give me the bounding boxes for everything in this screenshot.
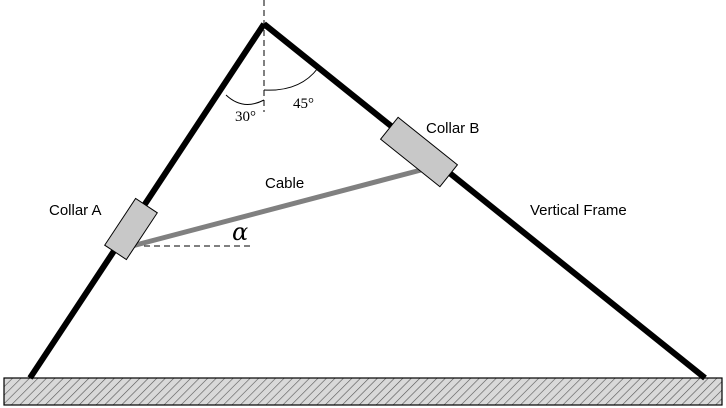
frame-right-bar — [262, 21, 707, 381]
angle-arc-left — [225, 94, 265, 105]
collar-a-label: Collar A — [49, 202, 102, 219]
frame-left-bar — [27, 22, 267, 380]
collar-a — [104, 197, 158, 261]
cable-label: Cable — [265, 175, 304, 192]
collar-b — [379, 116, 459, 188]
angle-left-label: 30° — [235, 109, 256, 125]
vertical-frame-label: Vertical Frame — [530, 202, 627, 219]
alpha-label: α — [232, 218, 248, 246]
collar-b-label: Collar B — [426, 120, 479, 137]
angle-arc-right — [263, 67, 319, 91]
angle-right-label: 45° — [293, 96, 314, 112]
cable — [131, 167, 422, 249]
ground — [3, 377, 723, 406]
